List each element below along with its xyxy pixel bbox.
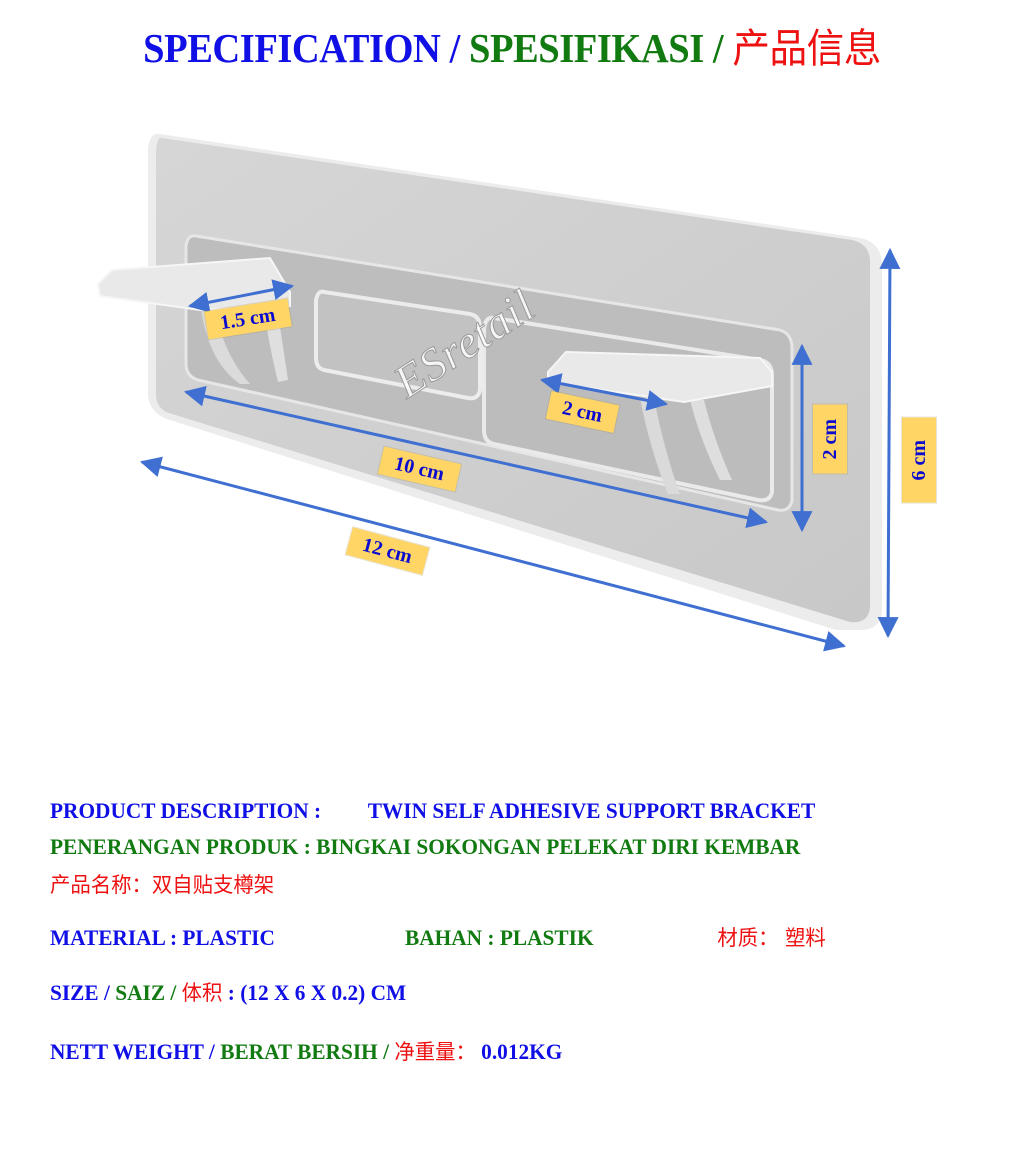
title-english: SPECIFICATION bbox=[143, 25, 441, 71]
weight-en: NETT WEIGHT / bbox=[50, 1039, 221, 1064]
page-title: SPECIFICATION / SPESIFIKASI / 产品信息 bbox=[31, 22, 994, 75]
dimension-label-inner-height: 2 cm bbox=[813, 405, 847, 474]
title-separator: / bbox=[703, 25, 733, 71]
size-zh: 体积 bbox=[181, 981, 223, 1005]
title-separator: / bbox=[440, 25, 470, 71]
product-diagram: ESretail 1.5 cm 2 cm 10 cm 12 cm 2 cm 6 … bbox=[0, 100, 1024, 680]
size-en: SIZE / bbox=[50, 980, 116, 1005]
description-zh-label: 产品名称： bbox=[50, 873, 152, 897]
size-value: : (12 X 6 X 0.2) CM bbox=[222, 980, 407, 1005]
title-malay: SPESIFIKASI bbox=[469, 25, 704, 71]
weight-zh: 净重量： bbox=[394, 1040, 476, 1064]
material-zh: 材质： 塑料 bbox=[717, 926, 826, 950]
description-zh-value: 双自贴支樽架 bbox=[151, 873, 275, 897]
dimension-label-total-height: 6 cm bbox=[902, 418, 936, 503]
spec-size: SIZE / SAIZ / 体积 : (12 X 6 X 0.2) CM bbox=[50, 978, 406, 1008]
description-ms-label: PENERANGAN PRODUK : bbox=[50, 834, 317, 859]
spec-description-ms: PENERANGAN PRODUK : BINGKAI SOKONGAN PEL… bbox=[50, 832, 800, 862]
description-en-value: TWIN SELF ADHESIVE SUPPORT BRACKET bbox=[367, 798, 816, 823]
description-en-label: PRODUCT DESCRIPTION : bbox=[50, 798, 322, 823]
material-ms: BAHAN : PLASTIK bbox=[405, 925, 594, 950]
description-ms-value: BINGKAI SOKONGAN PELEKAT DIRI KEMBAR bbox=[316, 834, 801, 859]
spec-weight: NETT WEIGHT / BERAT BERSIH / 净重量： 0.012K… bbox=[50, 1037, 562, 1067]
spec-description-en: PRODUCT DESCRIPTION : TWIN SELF ADHESIVE … bbox=[50, 796, 815, 826]
spec-description-zh: 产品名称：双自贴支樽架 bbox=[50, 870, 274, 900]
size-ms: SAIZ / bbox=[115, 980, 182, 1005]
weight-value: 0.012KG bbox=[475, 1039, 563, 1064]
title-chinese: 产品信息 bbox=[732, 26, 881, 72]
bracket-illustration bbox=[96, 133, 901, 652]
material-en: MATERIAL : PLASTIC bbox=[50, 925, 275, 950]
weight-ms: BERAT BERSIH / bbox=[220, 1039, 395, 1064]
